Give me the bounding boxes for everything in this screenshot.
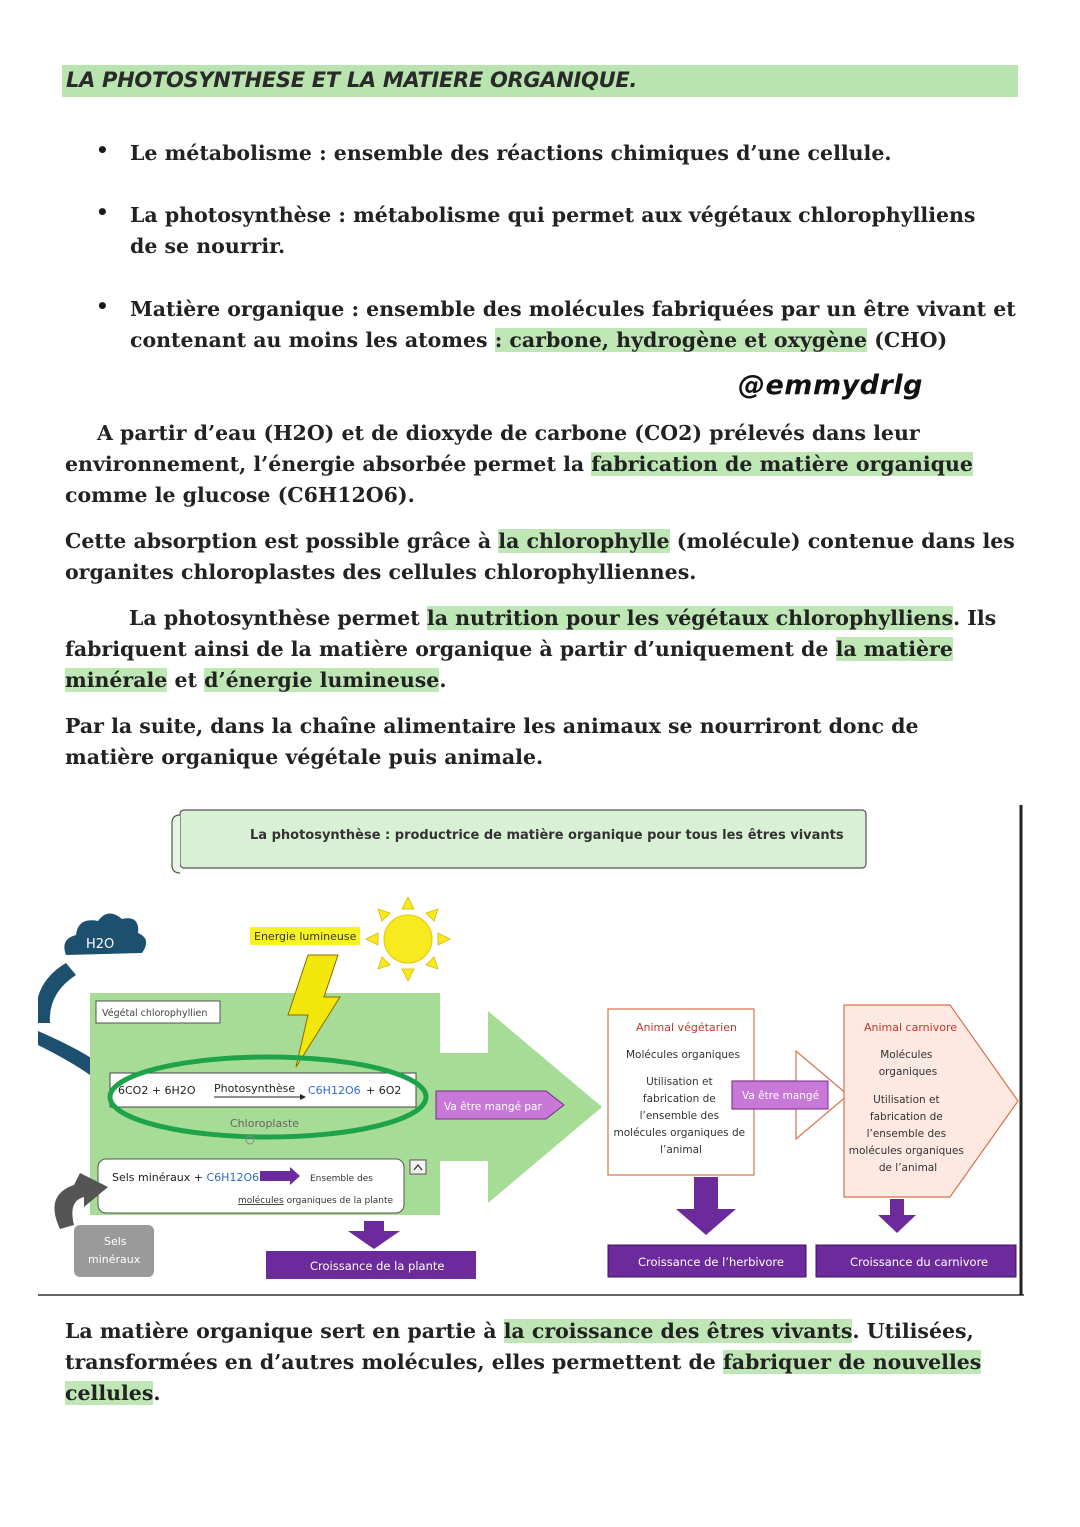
equation-product: C6H12O6: [308, 1084, 361, 1097]
definition-photosynthese: La photosynthèse : métabolisme qui perme…: [130, 203, 976, 258]
bullet-icon: •: [96, 200, 109, 224]
molecules-plante: molécules organiques de la plante: [238, 1195, 393, 1206]
eaten-label: Va être mangé: [742, 1090, 819, 1102]
sun-icon: [365, 896, 451, 982]
paragraph-1: A partir d’eau (H2O) et de dioxyde de ca…: [65, 421, 973, 507]
energy-label: Energie lumineuse: [254, 930, 357, 943]
energy-label-bg: [250, 927, 360, 945]
h2o-cloud: H2O: [64, 913, 147, 955]
page-title: LA PHOTOSYNTHESE ET LA MATIERE ORGANIQUE…: [62, 65, 1018, 97]
plant-label: Végétal chlorophyllien: [102, 1008, 207, 1019]
sels-equation: Sels minéraux + C6H12O6: [112, 1171, 259, 1184]
equation-reactants: 6CO2 + 6H2O: [118, 1084, 196, 1097]
carnivore-box: [843, 1004, 1019, 1198]
bullet-icon: •: [96, 294, 109, 318]
herbivore-title: Animal végétarien: [636, 1021, 737, 1034]
growth-carnivore: Croissance du carnivore: [850, 1255, 988, 1269]
paragraph-3: La photosynthèse permet la nutrition pou…: [65, 606, 997, 692]
sels-box-line2: minéraux: [88, 1253, 141, 1266]
paragraph-4: Par la suite, dans la chaîne alimentaire…: [65, 714, 919, 769]
author-handle: @emmydrlg: [738, 370, 923, 401]
paragraph-2: Cette absorption est possible grâce à la…: [65, 529, 1015, 584]
herbivore-box: [607, 1008, 755, 1176]
equation-oxygen: + 6O2: [366, 1084, 401, 1097]
herbivore-use: Utilisation et fabrication de l’ensemble…: [614, 1076, 749, 1156]
definition-matiere-organique: Matière organique : ensemble des molécul…: [130, 297, 1016, 352]
carnivore-use: Utilisation et fabrication de l’ensemble…: [849, 1094, 967, 1174]
bullet-icon: •: [96, 138, 109, 162]
lightning-icon: [287, 954, 341, 1068]
equation-process: Photosynthèse: [214, 1082, 295, 1095]
water-arrow: [38, 963, 76, 1023]
title-banner: La photosynthèse : productrice de matièr…: [171, 809, 867, 874]
growth-plant: Croissance de la plante: [310, 1259, 444, 1273]
eaten-by-label: Va être mangé par: [444, 1101, 542, 1113]
chloroplast-ellipse: [107, 1054, 429, 1140]
definition-metabolisme: Le métabolisme : ensemble des réactions …: [130, 141, 892, 165]
photosynthesis-diagram: La photosynthèse : productrice de matièr…: [38, 805, 1024, 1297]
eaten-by-arrow: [435, 1090, 565, 1120]
chloroplast-label: Chloroplaste: [230, 1117, 299, 1130]
sels-box-line1: Sels: [104, 1235, 127, 1248]
svg-text:H2O: H2O: [86, 937, 114, 952]
herbivore-molecules: Molécules organiques: [626, 1049, 740, 1061]
banner-text: La photosynthèse : productrice de matièr…: [250, 828, 844, 843]
carnivore-title: Animal carnivore: [864, 1021, 957, 1034]
growth-herbivore: Croissance de l’herbivore: [638, 1255, 784, 1269]
carnivore-molecules: Molécules organiques: [879, 1049, 937, 1078]
ensemble-text: Ensemble des: [310, 1174, 373, 1184]
paragraph-5: La matière organique sert en partie à la…: [65, 1319, 982, 1405]
